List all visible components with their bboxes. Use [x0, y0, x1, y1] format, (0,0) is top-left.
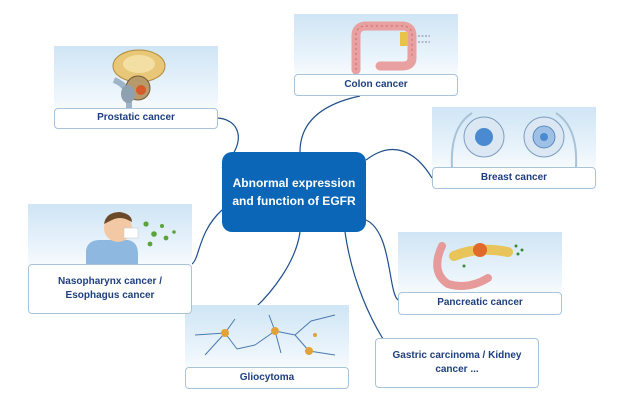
prostate-icon [54, 46, 218, 108]
colon-icon [294, 14, 458, 74]
label-gastric-line-2: cancer ... [435, 364, 479, 375]
label-gastric-line-1: Gastric carcinoma / Kidney [392, 349, 522, 361]
breast-icon [432, 107, 596, 167]
label-naso: Nasopharynx cancer / Esophagus cancer [28, 264, 192, 314]
central-line-2: and function of EGFR [232, 194, 356, 208]
label-breast: Breast cancer [432, 167, 596, 189]
connector-breast [365, 149, 433, 179]
label-naso-line-2: Esophagus cancer [65, 290, 155, 301]
label-prostatic: Prostatic cancer [54, 108, 218, 129]
label-gastric: Gastric carcinoma / Kidney cancer ... [375, 338, 539, 388]
pancreas-icon [398, 232, 562, 292]
neuron-icon [185, 305, 349, 367]
connector-gastric [344, 231, 386, 343]
label-colon: Colon cancer [294, 74, 458, 96]
connector-colon [299, 95, 361, 153]
sneezing-person-icon [28, 204, 192, 264]
label-glio: Gliocytoma [185, 367, 349, 389]
central-line-1: Abnormal expression [232, 176, 356, 190]
label-pancreatic: Pancreatic cancer [398, 292, 562, 315]
central-node: Abnormal expression and function of EGFR [222, 152, 366, 232]
label-naso-line-1: Nasopharynx cancer / [58, 275, 162, 287]
connector-glio [254, 231, 301, 309]
connector-naso [191, 209, 223, 265]
connector-pancreatic [365, 219, 399, 301]
